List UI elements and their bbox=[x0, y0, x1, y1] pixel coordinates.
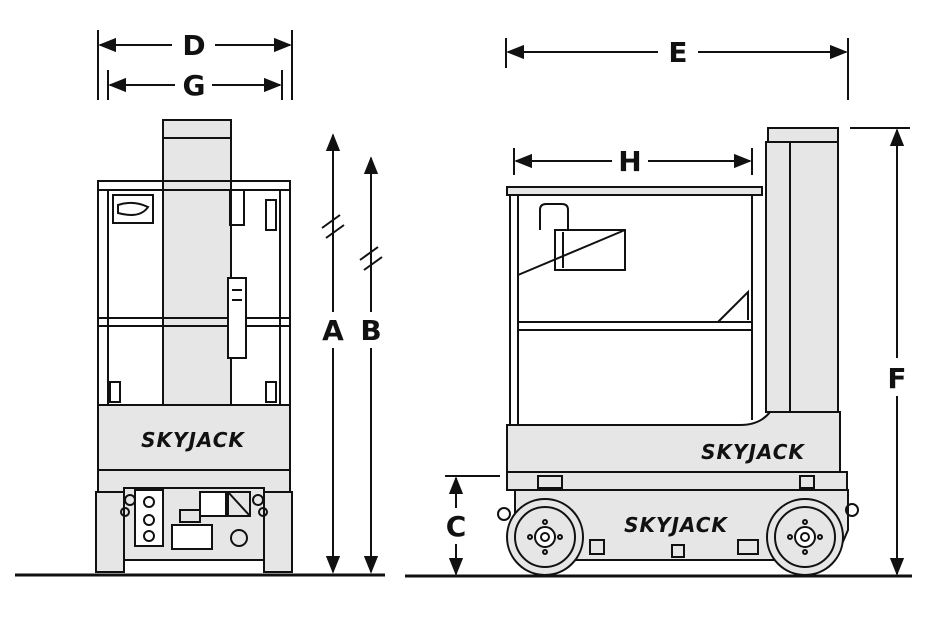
front-mast-cap bbox=[162, 119, 232, 139]
side-logo-chassis: SKYJACK bbox=[624, 513, 728, 537]
side-control-box bbox=[554, 229, 626, 271]
dim-a-b-lines bbox=[321, 133, 383, 574]
dim-e-lines bbox=[505, 38, 849, 100]
side-wheel-front bbox=[506, 498, 584, 576]
side-wheel-rear bbox=[766, 498, 844, 576]
dim-h-lines bbox=[513, 148, 753, 175]
dim-label-g: G bbox=[183, 69, 206, 102]
dim-d-lines bbox=[97, 30, 293, 100]
dim-c-lines bbox=[445, 475, 500, 576]
side-mast bbox=[789, 139, 839, 416]
dim-label-e: E bbox=[668, 36, 687, 69]
side-mast-cap bbox=[767, 127, 839, 143]
front-wheel-left bbox=[95, 491, 125, 573]
dim-label-b: B bbox=[360, 314, 381, 347]
side-body bbox=[506, 411, 841, 473]
front-mast bbox=[162, 119, 232, 406]
dim-label-d: D bbox=[182, 29, 205, 62]
dim-f-lines bbox=[850, 127, 910, 576]
front-wheel-right bbox=[263, 491, 293, 573]
dim-label-h: H bbox=[618, 145, 641, 178]
dim-label-a: A bbox=[322, 314, 344, 347]
side-top-rail bbox=[506, 186, 763, 196]
front-ground-control bbox=[134, 489, 164, 547]
dim-label-c: C bbox=[446, 510, 467, 543]
front-control-box bbox=[227, 277, 247, 359]
side-logo-body: SKYJACK bbox=[701, 440, 805, 464]
front-logo: SKYJACK bbox=[141, 428, 245, 452]
dim-label-f: F bbox=[887, 362, 906, 395]
side-view bbox=[497, 127, 859, 576]
front-view bbox=[95, 119, 293, 573]
